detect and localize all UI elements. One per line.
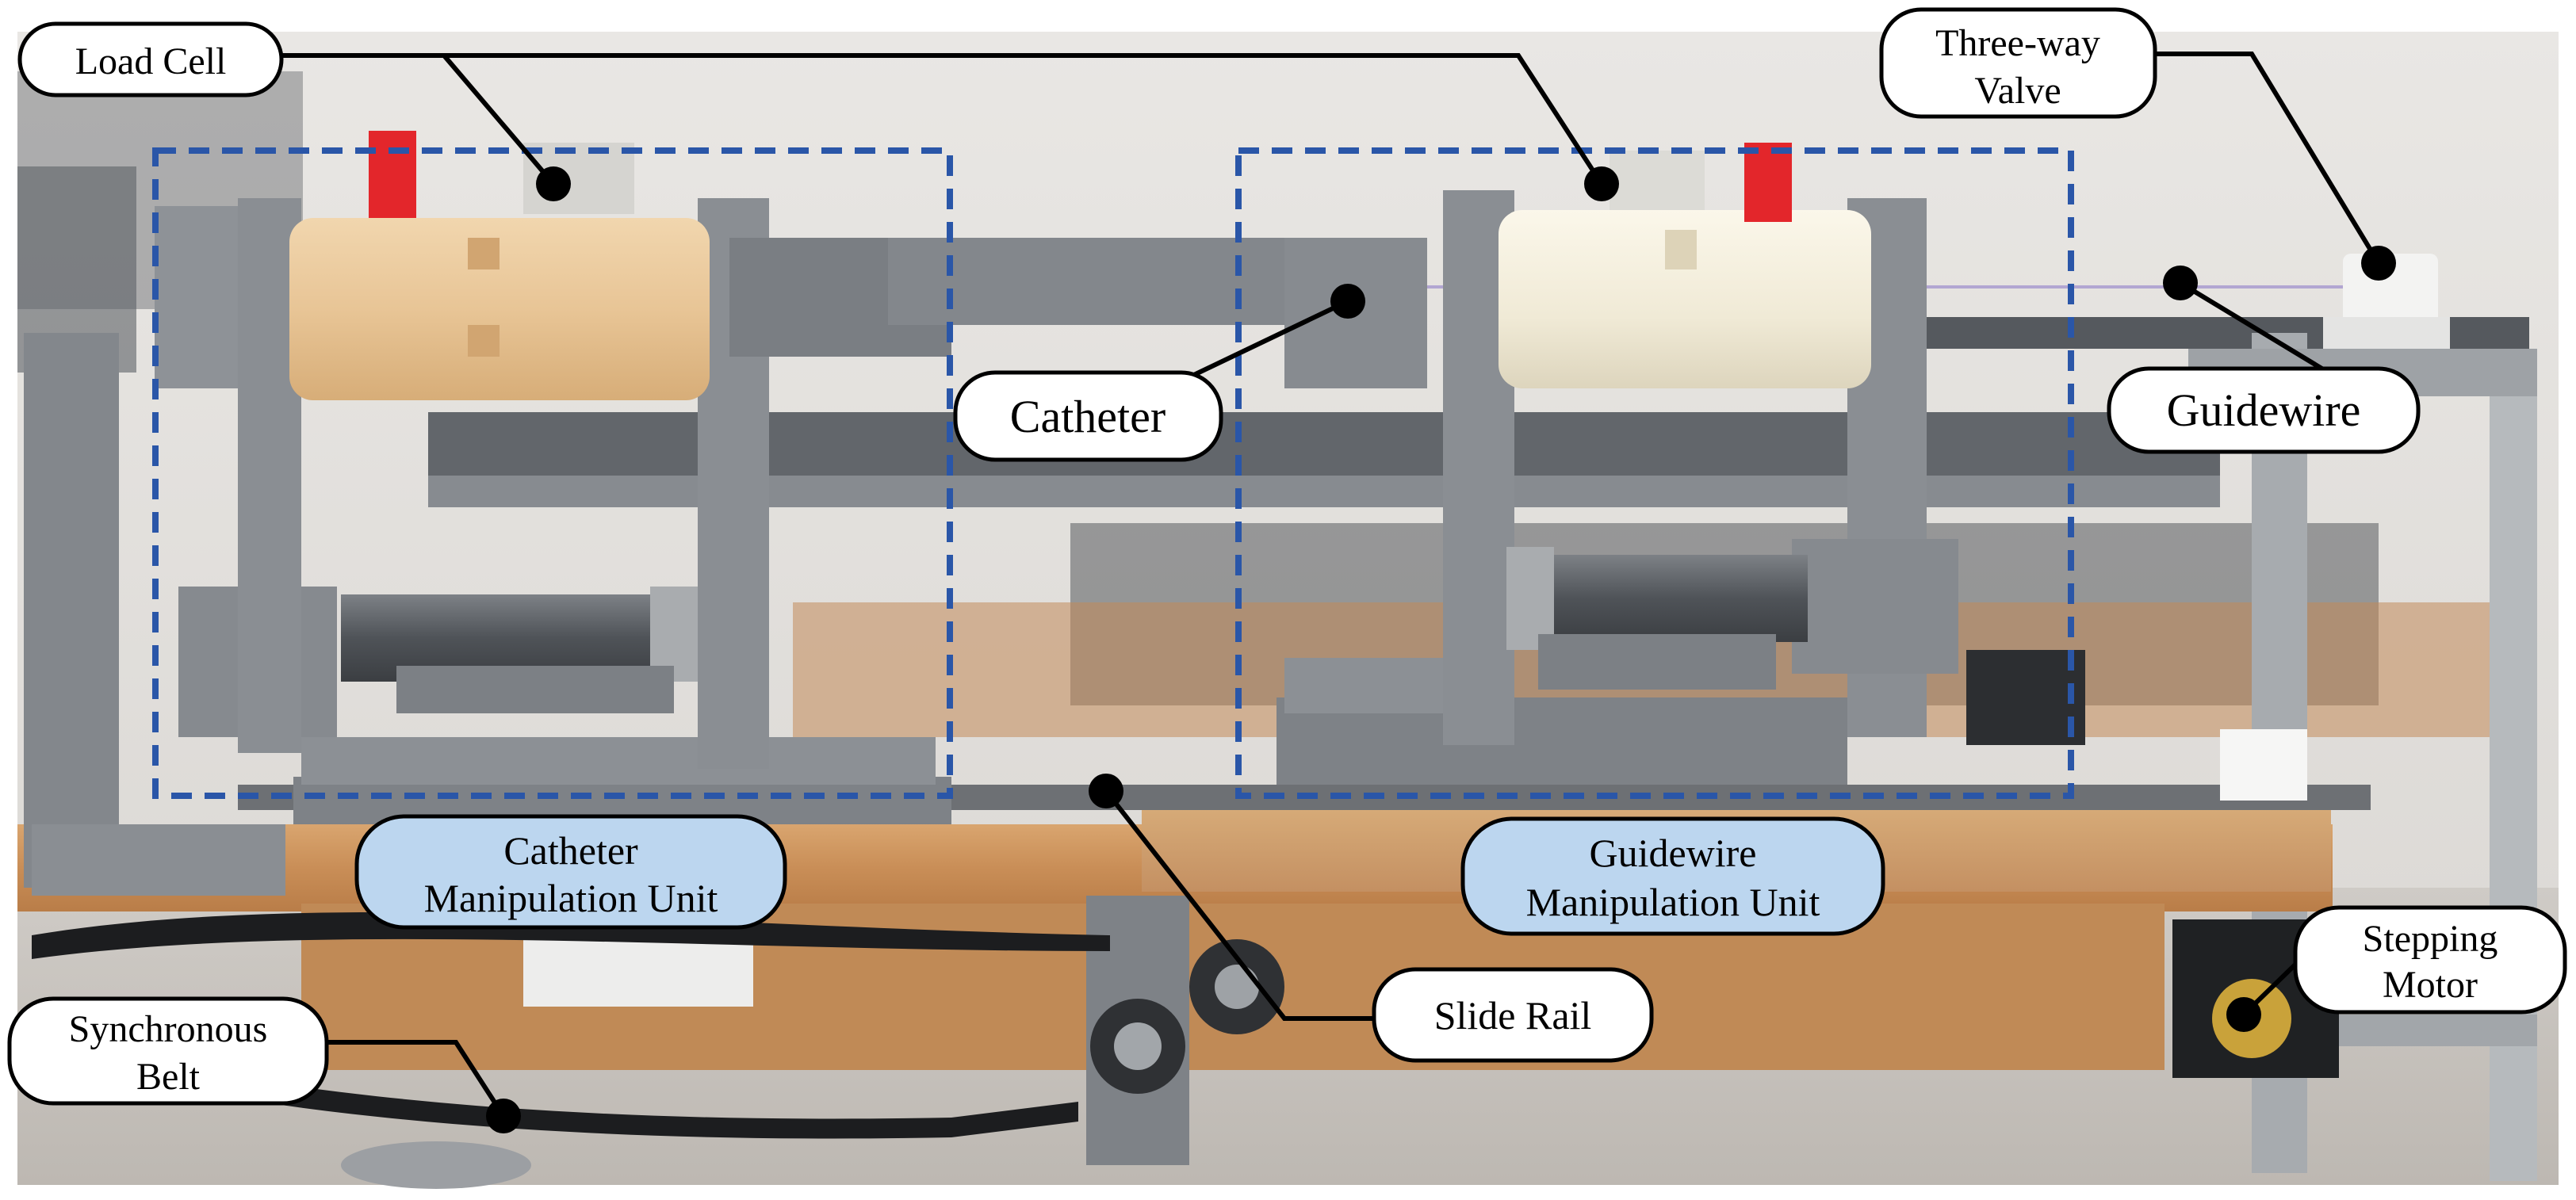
label-valve: Valve (1974, 70, 2061, 112)
callout-synchronous-belt: Synchronous Belt (7, 996, 329, 1106)
label-catheter-unit-2: Manipulation Unit (424, 876, 718, 920)
marker-dots (486, 166, 2396, 1133)
label-guidewire-unit-2: Manipulation Unit (1526, 880, 1820, 924)
label-guidewire-unit-1: Guidewire (1589, 831, 1756, 875)
label-three-way: Three-way (1935, 22, 2100, 64)
callout-load-cell: Load Cell (17, 21, 284, 97)
callout-catheter-manipulation-unit: Catheter Manipulation Unit (354, 814, 787, 930)
label-catheter-unit-1: Catheter (503, 828, 638, 873)
guidewire-drum (1499, 210, 1871, 388)
catheter-drum (289, 218, 710, 400)
label-stepping: Stepping (2363, 918, 2498, 960)
label-motor: Motor (2383, 964, 2478, 1006)
callout-three-way-valve: Three-way Valve (1879, 7, 2157, 119)
upper-rail (428, 412, 2220, 476)
label-catheter: Catheter (1010, 391, 1166, 442)
guidewire-manipulation-unit (1277, 143, 2307, 801)
label-belt: Belt (136, 1056, 201, 1098)
callout-catheter: Catheter (953, 370, 1223, 462)
callout-guidewire-manipulation-unit: Guidewire Manipulation Unit (1460, 816, 1885, 936)
label-guidewire: Guidewire (2167, 384, 2361, 436)
label-synchronous: Synchronous (69, 1008, 268, 1050)
callout-stepping-motor: Stepping Motor (2293, 905, 2567, 1015)
callout-slide-rail: Slide Rail (1372, 967, 1654, 1063)
guidewire-unit-box (1235, 147, 2074, 799)
callout-guidewire: Guidewire (2107, 366, 2421, 454)
catheter-manipulation-unit (155, 131, 1284, 824)
guidewire-shaft (1506, 555, 1808, 642)
label-slide-rail: Slide Rail (1434, 993, 1592, 1038)
catheter-unit-box (152, 147, 953, 799)
label-load-cell: Load Cell (75, 40, 227, 82)
